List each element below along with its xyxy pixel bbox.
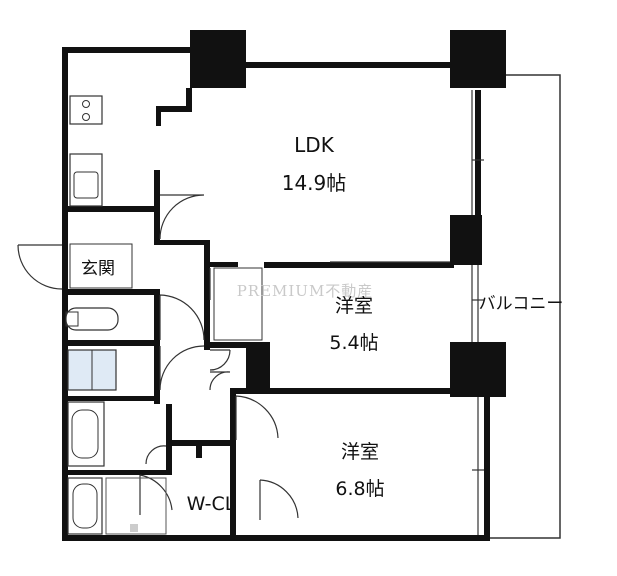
kitchen-sink bbox=[69, 153, 103, 207]
balcony bbox=[490, 74, 561, 539]
western-room-1-name-label: 洋室 bbox=[335, 295, 373, 317]
shoe-closet bbox=[213, 267, 263, 341]
ldk-name-label: LDK bbox=[294, 133, 335, 157]
toilet bbox=[65, 307, 119, 331]
interior-walls bbox=[62, 88, 490, 539]
balcony-label: バルコニー bbox=[479, 294, 564, 314]
western-room-1-size-label: 5.4帖 bbox=[329, 332, 378, 354]
doors bbox=[17, 194, 299, 520]
windows bbox=[330, 90, 484, 535]
entrance-label: 玄関 bbox=[81, 259, 115, 279]
western-room-2-name-label: 洋室 bbox=[341, 441, 379, 463]
structural-columns bbox=[190, 30, 506, 397]
walk-in-closet-label: W-CL bbox=[187, 493, 236, 515]
entrance-step bbox=[69, 243, 133, 289]
western-room-2-size-label: 6.8帖 bbox=[335, 478, 384, 500]
ldk-size-label: 14.9帖 bbox=[282, 171, 347, 195]
watermark: PREMIUM不動産 bbox=[237, 282, 374, 300]
washing-machine bbox=[67, 349, 117, 391]
bathtub bbox=[67, 477, 167, 535]
kitchen-stove bbox=[69, 95, 103, 125]
washbasin bbox=[67, 401, 105, 467]
